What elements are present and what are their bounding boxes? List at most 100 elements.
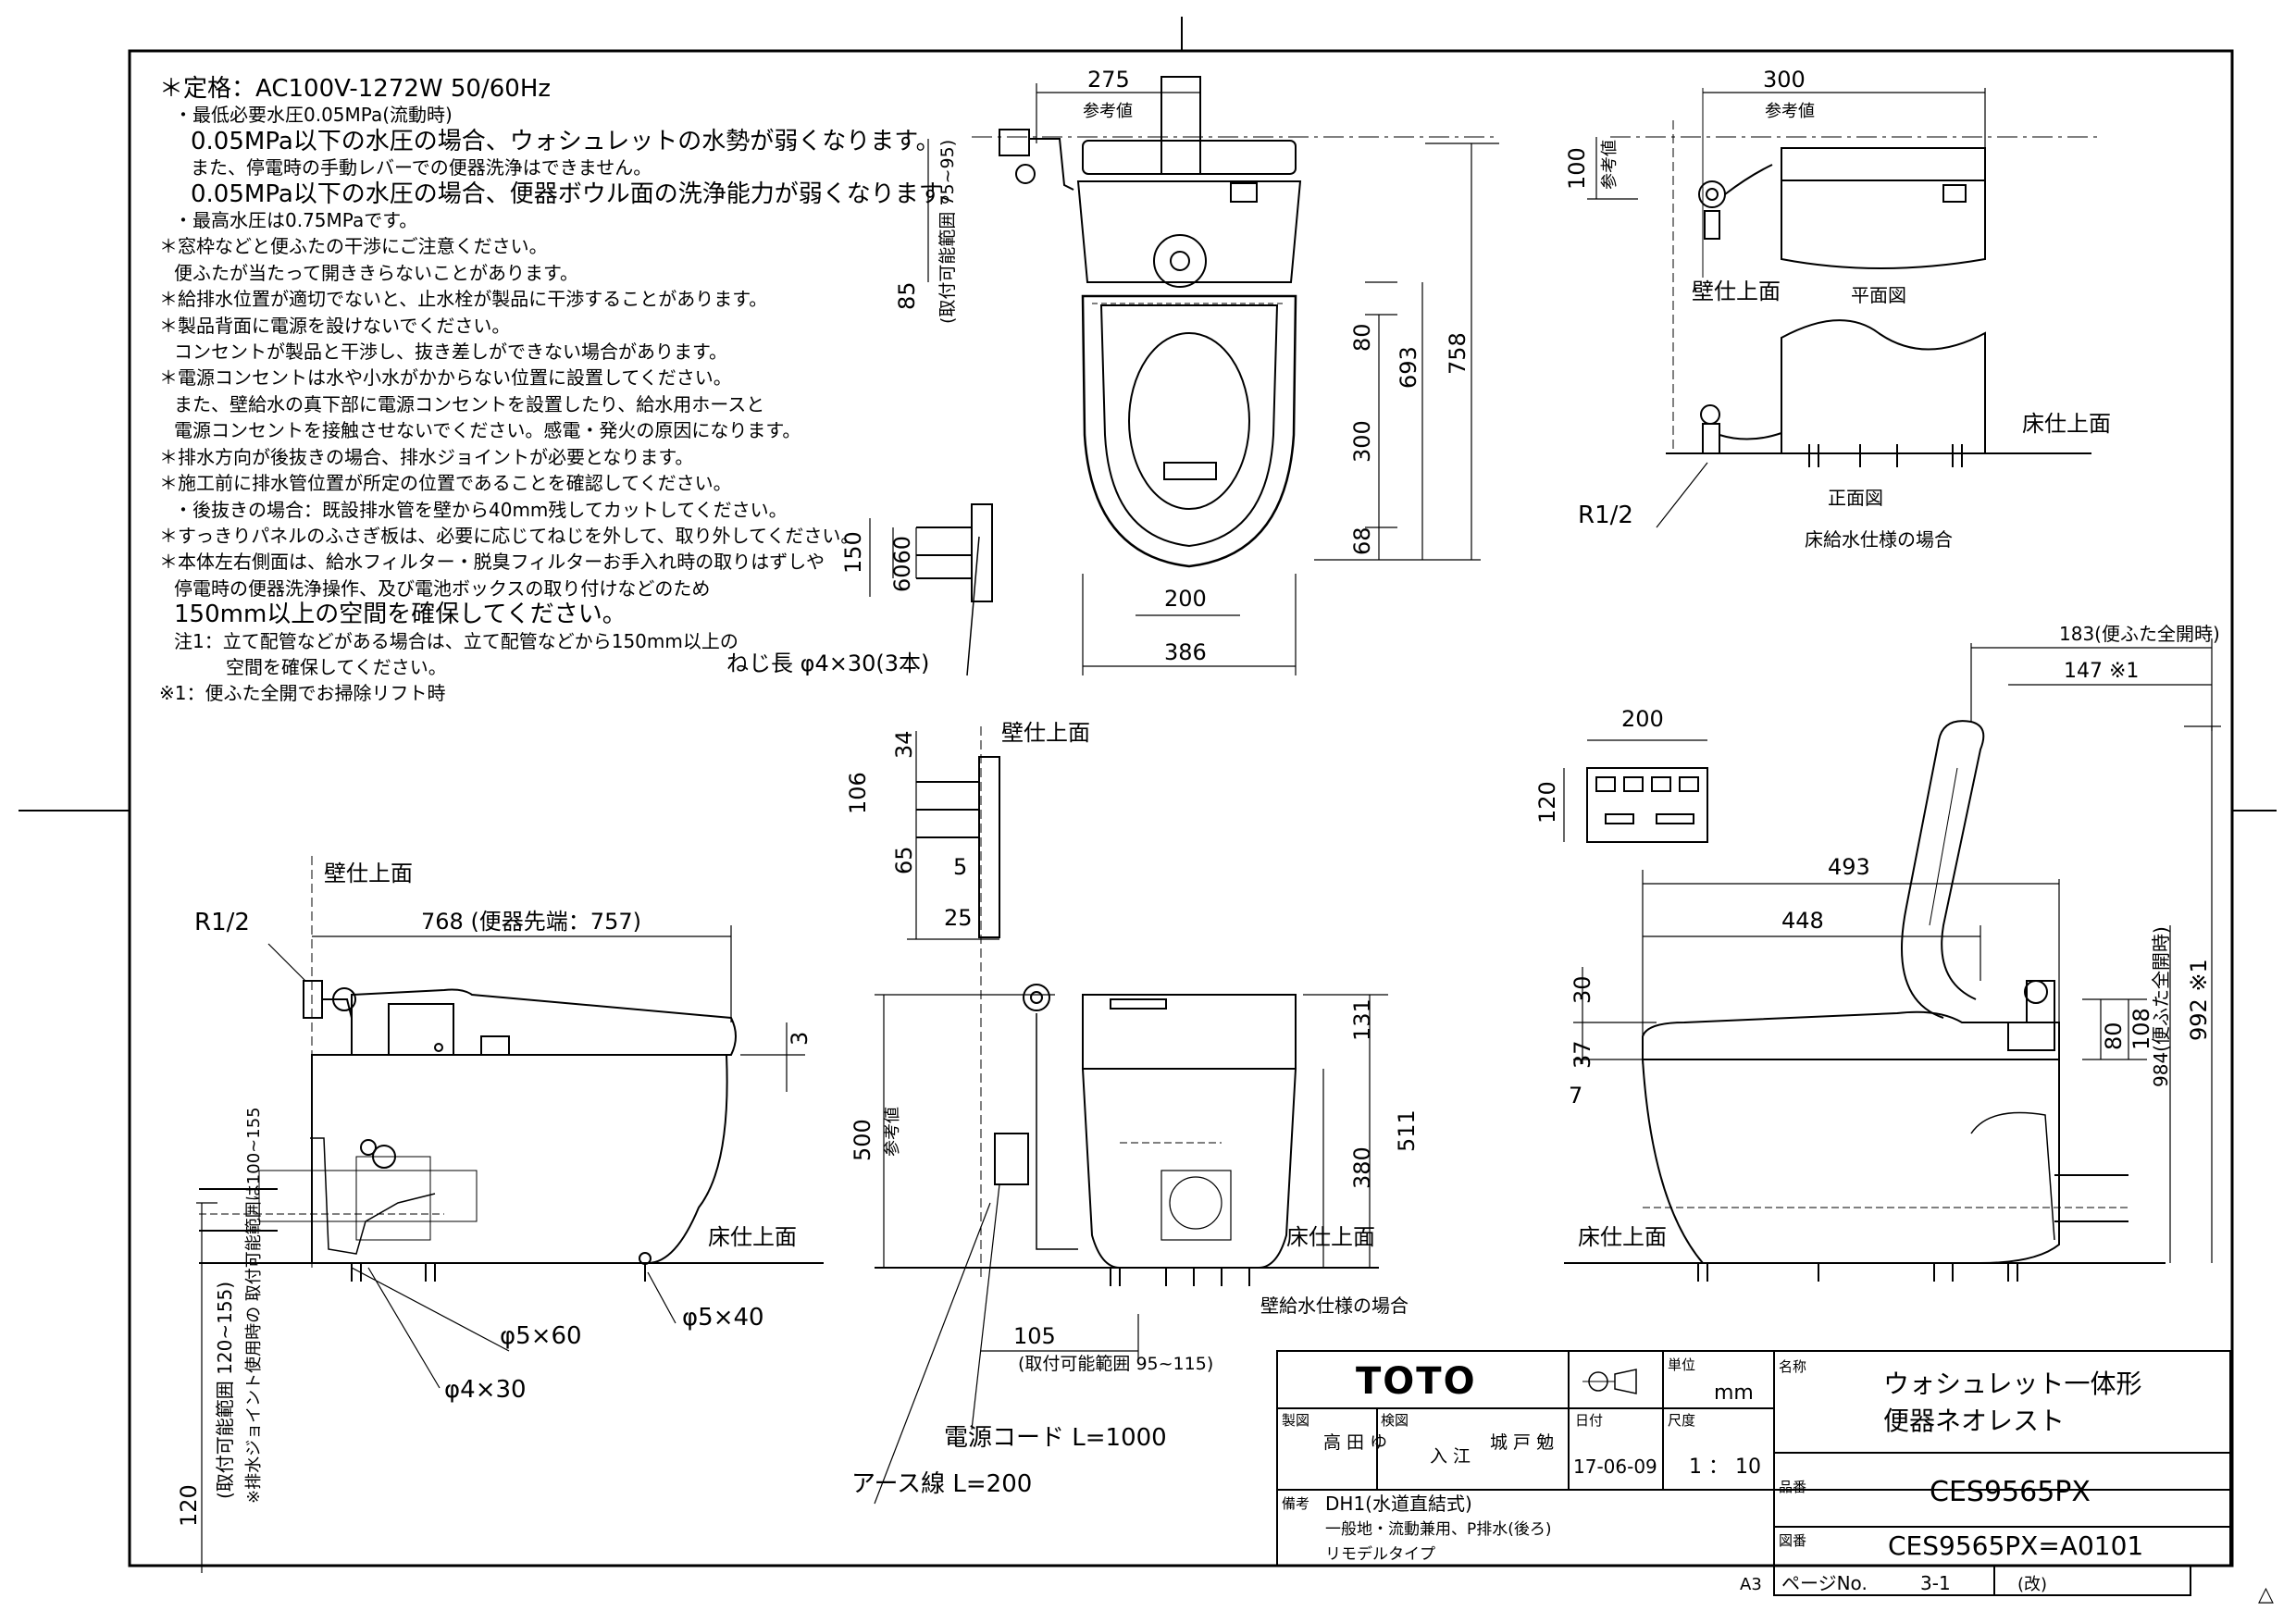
- note-line: ＊定格：AC100V-1272W 50/60Hz: [159, 75, 552, 103]
- label-wall-mid: 壁仕上面: [1001, 720, 1090, 746]
- remark-label: 備考: [1282, 1495, 1309, 1512]
- dim-768: 768 (便器先端：757): [421, 909, 641, 935]
- remark-1: DH1(水道直結式): [1325, 1493, 1472, 1515]
- dim-275: 275: [1087, 67, 1130, 93]
- label-screw: ねじ長 φ4×30(3本): [726, 650, 929, 676]
- dim-183: 183(便ふた全開時): [2059, 623, 2220, 645]
- note-line: 停電時の便器洗浄操作、及び電池ボックスの取り付けなどのため: [174, 576, 711, 600]
- dim-106: 106: [845, 772, 871, 814]
- note-line: 注1：立て配管などがある場合は、立て配管などから150mm以上の: [174, 629, 738, 652]
- dim-25: 25: [944, 905, 973, 931]
- dim-105: 105: [1013, 1323, 1056, 1349]
- plan-view-main: [916, 76, 1499, 676]
- title-block-grid: [1276, 1350, 2231, 1596]
- dim-7: 7: [1569, 1083, 1582, 1109]
- label-wall-top: 壁仕上面: [1692, 279, 1781, 304]
- side-left-dims: [196, 925, 805, 1573]
- sheet-size: A3: [1740, 1575, 1762, 1594]
- dim-200-remote: 200: [1621, 706, 1664, 732]
- label-floor-supply: 床給水仕様の場合: [1805, 528, 1953, 551]
- part-number: CES9565PX: [1930, 1476, 2091, 1508]
- dim-300: 300: [1763, 67, 1806, 93]
- screw-5x40: φ5×40: [682, 1304, 764, 1332]
- scale-label: 尺度: [1668, 1412, 1695, 1429]
- drawing-number-label: 図番: [1779, 1532, 1806, 1549]
- label-floor-mid: 床仕上面: [1286, 1224, 1375, 1250]
- label-ref3: 参考値: [1600, 140, 1620, 190]
- note-line: 0.05MPa以下の水圧の場合、便器ボウル面の洗浄能力が弱くなります。: [191, 180, 965, 208]
- label-ref: 参考値: [1083, 102, 1133, 121]
- dim-80: 80: [1349, 323, 1375, 352]
- dim-448: 448: [1781, 908, 1824, 934]
- floor-supply-views: [1610, 88, 2101, 467]
- brand-logo: TOTO: [1356, 1360, 1477, 1403]
- note-line: 150mm以上の空間を確保してください。: [174, 601, 627, 629]
- side-view-left: [199, 856, 824, 1389]
- front-view-dims: [875, 731, 1388, 1360]
- note-line: ＊排水方向が後抜きの場合、排水ジョイントが必要となります。: [159, 445, 694, 468]
- note-line: ・後抜きの場合：既設排水管を壁から40mm残してカットしてください。: [174, 498, 788, 521]
- note-line: ＊給排水位置が適切でないと、止水栓が製品に干渉することがあります。: [159, 288, 768, 311]
- remark-3: リモデルタイプ: [1325, 1544, 1435, 1564]
- dimension-labels: 275 参考値 300 参考値 100 参考値 85 (取付可能範囲 75~95…: [176, 67, 2220, 1527]
- revision-label: (改): [2017, 1575, 2047, 1594]
- note-line: ＊製品背面に電源を設けないでください。: [159, 314, 511, 337]
- spec-notes: ＊定格：AC100V-1272W 50/60Hz・最低必要水圧0.05MPa(流…: [159, 75, 965, 707]
- side-right-dims: [1563, 638, 2221, 1263]
- note-line: ＊電源コンセントは水や小水がかからない位置に設置してください。: [159, 366, 732, 390]
- label-floor-top: 床仕上面: [2022, 411, 2111, 437]
- note-line: 便ふたが当たって開ききらないことがあります。: [174, 261, 578, 284]
- label-front: 正面図: [1828, 487, 1883, 509]
- label-cord: 電源コード L=1000: [944, 1424, 1167, 1452]
- title-block-text: TOTO 単位 mm 名称 ウォシュレット一体形 便器ネオレスト 製図 高 田 …: [1282, 1357, 2274, 1606]
- dim-493: 493: [1828, 854, 1870, 880]
- dim-3: 3: [787, 1032, 813, 1046]
- product-name-2: 便器ネオレスト: [1883, 1406, 2065, 1436]
- drawn-by: 高 田 ゆ: [1323, 1432, 1387, 1453]
- scale-value: 1 ： 10: [1689, 1456, 1761, 1479]
- revision-mark: △: [2258, 1583, 2274, 1606]
- name-label: 名称: [1779, 1358, 1806, 1375]
- dim-992: 992 ※1: [2186, 959, 2212, 1041]
- dim-693: 693: [1396, 346, 1421, 389]
- range-joint: ※排水ジョイント使用時の 取付可能範囲は100~155: [244, 1107, 264, 1504]
- dim-300v: 300: [1349, 420, 1375, 463]
- label-wall-left: 壁仕上面: [324, 861, 413, 886]
- dim-200: 200: [1164, 586, 1207, 612]
- dim-120-remote: 120: [1534, 781, 1560, 824]
- label-plan: 平面図: [1851, 284, 1906, 306]
- label-floor-right: 床仕上面: [1578, 1224, 1667, 1250]
- range-120-155: (取付可能範囲 120~155): [214, 1282, 236, 1499]
- dim-758: 758: [1445, 332, 1471, 375]
- unit-label: 単位: [1668, 1357, 1695, 1373]
- note-line: ＊本体左右側面は、給水フィルター・脱臭フィルターお手入れ時の取りはずしや: [159, 551, 825, 574]
- label-floor-left: 床仕上面: [708, 1224, 797, 1250]
- dim-100: 100: [1564, 147, 1590, 190]
- label-r12-top: R1/2: [1578, 502, 1633, 529]
- drawn-label: 製図: [1282, 1412, 1309, 1429]
- date-value: 17-06-09: [1573, 1456, 1657, 1478]
- note-line: ・最高水圧は0.75MPaです。: [174, 209, 418, 232]
- note-line: 電源コンセントを接触させないでください。感電・発火の原因になります。: [174, 419, 801, 442]
- dim-380: 380: [1349, 1146, 1375, 1189]
- range-95-115: (取付可能範囲 95~115): [1018, 1354, 1213, 1374]
- dim-386: 386: [1164, 639, 1207, 665]
- dim-34: 34: [891, 730, 917, 759]
- date-label: 日付: [1575, 1412, 1603, 1429]
- label-r12-left: R1/2: [194, 909, 250, 936]
- note-line: また、停電時の手動レバーでの便器洗浄はできません。: [191, 156, 652, 180]
- note-line: ※1：便ふた全開でお掃除リフト時: [159, 682, 446, 705]
- dim-30: 30: [1570, 975, 1595, 1004]
- front-view-wall-supply: [874, 726, 1379, 1505]
- screw-5x60: φ5×60: [500, 1322, 582, 1350]
- note-line: コンセントが製品と干渉し、抜き差しができない場合があります。: [174, 341, 727, 364]
- note-line: また、壁給水の真下部に電源コンセントを設置したり、給水用ホースと: [174, 392, 765, 415]
- note-line: 空間を確保してください。: [226, 655, 447, 678]
- floor-supply-dims: [1587, 88, 1986, 528]
- plan-dimensions: [869, 83, 1499, 675]
- drawing-number: CES9565PX=A0101: [1888, 1530, 2143, 1561]
- dim-68: 68: [1349, 527, 1375, 555]
- checked-by-1: 入 江: [1430, 1446, 1471, 1467]
- screw-4x30: φ4×30: [444, 1376, 527, 1404]
